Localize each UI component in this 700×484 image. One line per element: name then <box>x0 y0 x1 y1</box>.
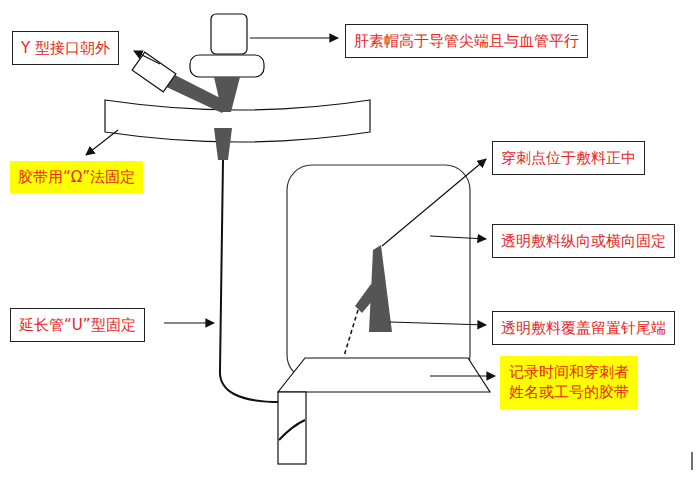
callout-text: 延长管“U”型固定 <box>19 315 136 335</box>
callout-box: Y 型接口朝外 <box>12 31 119 65</box>
highlight-note: 记录时间和穿刺者姓名或工号的胶带 <box>500 356 638 409</box>
callout-text: 穿刺点位于敷料正中 <box>501 148 636 168</box>
leader-arrow <box>430 236 486 239</box>
tube-under-tape <box>279 420 305 440</box>
callout-text: 胶带用“Ω”法固定 <box>18 167 135 187</box>
catheter-side-arm <box>355 284 378 313</box>
callout-box: 透明敷料覆盖留置针尾端 <box>492 311 675 345</box>
u-loop-tape <box>278 392 306 464</box>
callout-box: 延长管“U”型固定 <box>10 308 145 342</box>
tape-band <box>105 100 370 142</box>
leader-arrow <box>134 51 160 64</box>
cap-flange <box>190 55 264 77</box>
extension-tube <box>220 160 280 402</box>
callout-text: Y 型接口朝外 <box>21 38 110 58</box>
callout-box: 透明敷料纵向或横向固定 <box>492 224 675 258</box>
connector-neck <box>214 128 232 160</box>
callout-text: 透明敷料纵向或横向固定 <box>501 231 666 251</box>
leader-arrow <box>250 37 338 38</box>
leader-arrow <box>430 375 495 376</box>
leader-arrow <box>382 159 486 246</box>
callout-box: 肝素帽高于导管尖端且与血管平行 <box>345 24 588 58</box>
highlight-note: 胶带用“Ω”法固定 <box>10 161 143 193</box>
leader-arrow <box>164 322 214 323</box>
callout-box: 穿刺点位于敷料正中 <box>492 141 645 175</box>
transparent-dressing <box>287 165 470 380</box>
heparin-cap <box>211 14 247 54</box>
callout-text: 肝素帽高于导管尖端且与血管平行 <box>354 31 579 51</box>
cursor-mark <box>691 452 692 470</box>
y-port <box>132 52 176 92</box>
catheter-under-skin <box>344 310 358 356</box>
callout-text: 记录时间和穿刺者姓名或工号的胶带 <box>508 362 630 403</box>
callout-text: 透明敷料覆盖留置针尾端 <box>501 318 666 338</box>
leader-arrow <box>86 130 118 155</box>
record-tape <box>278 358 490 392</box>
leader-arrow <box>390 322 486 325</box>
